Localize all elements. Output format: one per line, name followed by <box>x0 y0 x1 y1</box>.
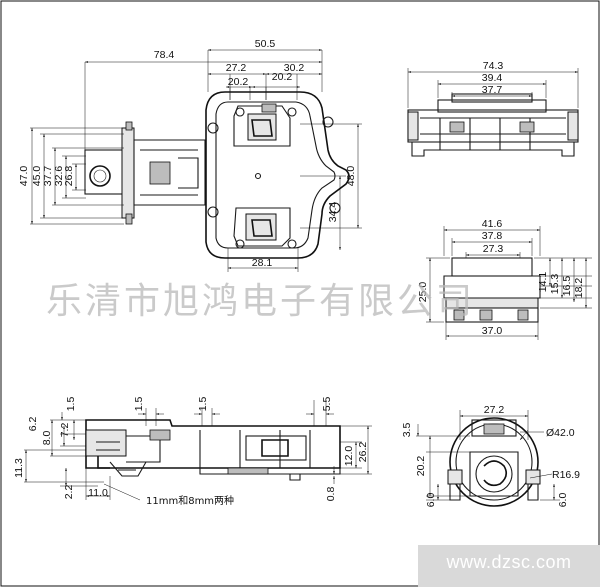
dim-11-3: 11.3 <box>13 458 25 478</box>
dim-25-0: 25.0 <box>417 282 429 303</box>
dim-26-2: 26.2 <box>357 442 369 463</box>
dim-27-2-round: 27.2 <box>484 404 505 416</box>
dim-16-5: 16.5 <box>561 276 573 297</box>
dim-28-1: 28.1 <box>252 257 273 269</box>
dim-37-0: 37.0 <box>482 325 503 337</box>
right-top-view: 74.3 39.4 37.7 <box>407 60 579 157</box>
dim-26-8: 26.8 <box>63 166 75 187</box>
dim-45-0: 45.0 <box>31 166 43 187</box>
site-url: www.dzsc.com <box>446 552 572 572</box>
dim-5-5: 5.5 <box>321 397 333 412</box>
dim-37-7-rt: 37.7 <box>482 84 503 96</box>
dim-r-16-9: R16.9 <box>552 469 580 481</box>
dim-6-0-left: 6.0 <box>425 493 437 508</box>
company-watermark: 乐清市旭鸿电子有限公司 <box>46 281 475 322</box>
dim-1-5-mid-2: 1.5 <box>197 397 209 412</box>
dim-7-2: 7.2 <box>59 423 71 438</box>
right-mid-view: 41.6 37.8 27.3 25.0 14.1 15.3 16.5 18.2 … <box>417 218 592 340</box>
dim-37-7: 37.7 <box>42 166 54 187</box>
dim-39-4: 39.4 <box>482 72 503 84</box>
dim-20-2-right: 20.2 <box>272 71 293 83</box>
dim-11-0: 11.0 <box>88 487 108 499</box>
dim-15-3: 15.3 <box>549 274 561 295</box>
dim-8-0: 8.0 <box>41 431 53 446</box>
dim-1-5-left: 1.5 <box>65 397 77 412</box>
dim-20-2-left: 20.2 <box>228 76 249 88</box>
dim-2-2: 2.2 <box>63 485 75 500</box>
dim-41-6: 41.6 <box>482 218 503 230</box>
dim-27-2: 27.2 <box>226 62 247 74</box>
dim-27-3: 27.3 <box>483 243 504 255</box>
dim-78-4: 78.4 <box>154 49 175 61</box>
top-view: 78.4 50.5 27.2 30.2 20.2 20.2 47.0 45.0 … <box>18 38 362 272</box>
dim-18-2: 18.2 <box>573 278 585 299</box>
dim-50-5: 50.5 <box>255 38 276 50</box>
dim-3-5: 3.5 <box>401 423 413 438</box>
side-note: 11mm和8mm两种 <box>146 494 234 507</box>
dim-32-6: 32.6 <box>53 166 65 187</box>
dim-48-0: 48.0 <box>345 166 357 187</box>
dim-0-8: 0.8 <box>325 487 337 502</box>
dim-14-1: 14.1 <box>537 272 549 293</box>
dim-12-0: 12.0 <box>343 446 355 467</box>
dim-34-4: 34.4 <box>327 202 339 223</box>
dim-20-2-round: 20.2 <box>415 456 427 477</box>
dim-1-5-mid-1: 1.5 <box>133 397 145 412</box>
dim-6-0-right: 6.0 <box>557 493 569 508</box>
round-view: 27.2 Ø42.0 3.5 20.2 R16.9 6.0 6.0 <box>401 404 580 507</box>
dim-6-2: 6.2 <box>27 417 39 432</box>
dim-dia-42-0: Ø42.0 <box>546 427 575 439</box>
dim-47-0: 47.0 <box>18 166 30 187</box>
dim-30-2: 30.2 <box>284 62 305 74</box>
site-banner <box>418 545 600 587</box>
side-view: 1.5 6.2 8.0 7.2 1.5 1.5 5.5 12.0 26.2 11… <box>13 397 372 507</box>
dim-74-3: 74.3 <box>483 60 504 72</box>
dim-37-8: 37.8 <box>482 230 503 242</box>
